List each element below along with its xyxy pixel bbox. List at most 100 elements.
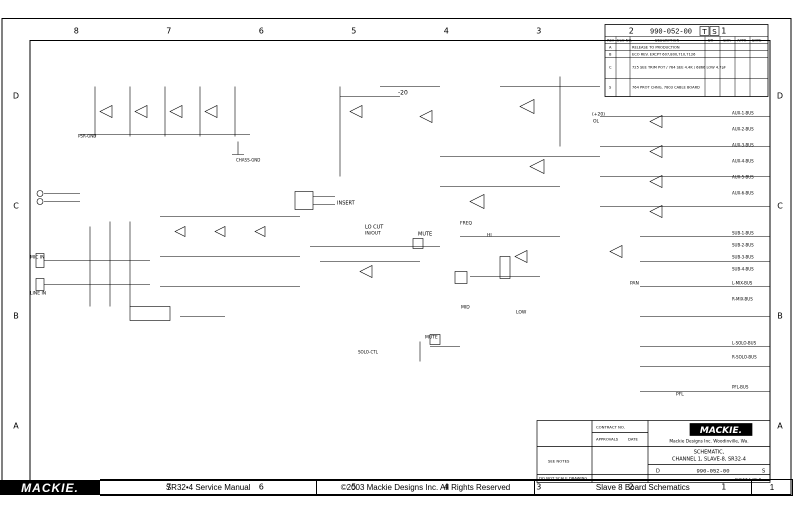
title-size: D bbox=[656, 469, 660, 475]
grid-row-left-C: C bbox=[13, 202, 19, 211]
notes-label: SEE NOTES bbox=[548, 459, 570, 464]
aux-bus-labels: AUX-1-BUS AUX-2-BUS AUX-3-BUS AUX-4-BUS AUX-… bbox=[732, 111, 754, 196]
power-decoupling-cluster bbox=[80, 86, 250, 155]
grid-row-left-D: D bbox=[13, 92, 19, 101]
hi-label: HI bbox=[487, 233, 492, 239]
rev-row-a-desc: RELEASE TO PRODUCTION bbox=[632, 46, 680, 50]
grid-col-bottom-2: 2 bbox=[629, 483, 634, 492]
rev-row-s-desc: 764 PROT CHNG, 7803 CABLE BOARD bbox=[632, 86, 700, 90]
footer-page-title: Slave 8 Board Schematics bbox=[534, 479, 752, 496]
title-line-2: CHANNEL 1, SLAVE-8, SR32-4 bbox=[672, 457, 746, 463]
grid-row-right-A: A bbox=[777, 422, 783, 431]
page-footer: MACKIE. SR32•4 Service Manual ©2003 Mack… bbox=[0, 479, 793, 496]
eq-section bbox=[419, 76, 600, 362]
pfl-bus-label: PFL-BUS bbox=[732, 385, 749, 390]
insert-label: INSERT bbox=[337, 201, 356, 207]
insert-jack bbox=[294, 191, 335, 210]
rev-col-dr: DR bbox=[708, 39, 714, 43]
grid-row-left-A: A bbox=[13, 422, 19, 431]
rev-col-rev: REV bbox=[607, 39, 615, 43]
lo-cut-and-mute-section bbox=[310, 86, 440, 278]
grid-row-right-D: D bbox=[777, 92, 783, 101]
grid-col-top-8: 8 bbox=[74, 27, 79, 36]
rev-col-desc: DESCRIPTION bbox=[655, 39, 680, 43]
grid-col-top-6: 6 bbox=[259, 27, 264, 36]
aux-bus-label-2: AUX-2-BUS bbox=[732, 127, 754, 132]
grid-col-top-2: 2 bbox=[629, 27, 634, 36]
mic-line-input-section bbox=[35, 190, 300, 321]
footer-logo: MACKIE. bbox=[0, 480, 100, 495]
psr-gnd-label: PSR-GND bbox=[78, 134, 96, 139]
title-line-1: SCHEMATIC, bbox=[694, 450, 725, 456]
grid-row-right-C: C bbox=[777, 202, 783, 211]
line-in-label: LINE IN bbox=[30, 291, 46, 297]
ol-label: OL bbox=[593, 119, 600, 125]
solo-bus-label-1: L-SOLO-BUS bbox=[732, 341, 757, 346]
mute-label: MUTE bbox=[418, 232, 432, 238]
grid-row-right-B: B bbox=[777, 312, 783, 321]
aux-bus-label-6: AUX-6-BUS bbox=[732, 191, 754, 196]
grid-row-labels-left: D C B A bbox=[13, 92, 19, 431]
rev-row-c-letter: C bbox=[609, 66, 612, 70]
aux-bus-label-3: AUX-3-BUS bbox=[732, 143, 754, 148]
title-doc-number: 990-052-00 bbox=[696, 468, 729, 475]
sub-bus-label-2: SUB-2-BUS bbox=[732, 243, 754, 248]
minus-20-label: -20 bbox=[398, 90, 408, 97]
main-bus-label-1: L-MIX-BUS bbox=[732, 281, 753, 286]
title-block bbox=[536, 420, 771, 483]
drawing-border bbox=[29, 40, 771, 481]
revision-letter-1: T bbox=[701, 28, 707, 36]
rev-row-c-desc: 725 SEE TRIM POT / 764 SEE 4.4K / 6866 L… bbox=[632, 66, 726, 70]
solo-ctl-label: SOLO-CTL bbox=[358, 350, 379, 355]
revision-letter-2: S bbox=[712, 28, 717, 36]
grid-col-top-1: 1 bbox=[721, 27, 726, 36]
pan-label: PAN bbox=[630, 281, 639, 287]
company-line: Mackie Designs Inc. Woodinville, Wa. bbox=[669, 439, 748, 445]
approvals-label: APPROVALS bbox=[596, 437, 619, 442]
rev-row-s-letter: S bbox=[609, 86, 612, 90]
grid-col-top-4: 4 bbox=[444, 27, 449, 36]
pfl-label: PFL bbox=[676, 392, 684, 398]
rev-col-appr: APPR bbox=[737, 39, 747, 43]
grid-row-left-B: B bbox=[13, 312, 19, 321]
plus-20-label: (+20) bbox=[592, 112, 605, 118]
contract-label: CONTRACT NO. bbox=[596, 425, 625, 430]
chassis-gnd-label: CHASS-GND bbox=[236, 158, 260, 163]
title-rev: S bbox=[762, 469, 765, 475]
grid-col-bottom-1: 1 bbox=[721, 483, 726, 492]
footer-copyright: ©2003 Mackie Designs Inc. All Rights Res… bbox=[317, 479, 535, 496]
grid-col-bottom-4: 4 bbox=[444, 483, 449, 492]
grid-col-bottom-7: 7 bbox=[166, 483, 171, 492]
aux-bus-label-1: AUX-1-BUS bbox=[732, 111, 754, 116]
lo-cut-label: LO CUT bbox=[365, 225, 384, 231]
grid-col-top-3: 3 bbox=[536, 27, 541, 36]
grid-column-labels-top: 8 7 6 5 4 3 2 1 bbox=[74, 27, 727, 36]
solo-bus-label-2: R-SOLO-BUS bbox=[732, 355, 757, 360]
grid-col-bottom-3: 3 bbox=[536, 483, 541, 492]
title-block-logo: MACKIE. bbox=[700, 426, 742, 436]
sub-bus-label-1: SUB-1-BUS bbox=[732, 231, 754, 236]
mic-in-label: MIC IN bbox=[30, 255, 44, 261]
aux-bus-label-4: AUX-4-BUS bbox=[732, 159, 754, 164]
mute-switch-label: MUTE bbox=[425, 335, 438, 341]
revision-block: 990-052-00 T S REV ECO NO. DESCRIPTION D… bbox=[604, 24, 769, 97]
rev-col-chk: CHK bbox=[723, 39, 731, 43]
rev-col-date: DATE bbox=[752, 39, 762, 43]
lo-cut-in-out-label: IN/OUT bbox=[365, 231, 381, 237]
rev-row-b-desc: ECO REV. EXCPT 607,800,710,7126 bbox=[632, 53, 696, 57]
date-label: DATE bbox=[628, 437, 638, 442]
grid-col-top-5: 5 bbox=[351, 27, 356, 36]
sub-bus-labels: SUB-1-BUSSUB-2-BUSSUB-3-BUSSUB-4-BUSL-MI… bbox=[732, 231, 757, 390]
rev-row-a-letter: A bbox=[609, 46, 612, 50]
grid-col-bottom-5: 5 bbox=[351, 483, 356, 492]
footer-page-number: 1 bbox=[751, 479, 793, 496]
grid-row-labels-right: D C B A bbox=[777, 92, 783, 431]
mid-label: MID bbox=[461, 305, 470, 311]
footer-manual-title: SR32•4 Service Manual bbox=[100, 479, 318, 496]
revision-doc-number: 990-052-00 bbox=[650, 29, 692, 37]
sub-bus-label-4: SUB-4-BUS bbox=[732, 267, 754, 272]
rev-row-b-letter: B bbox=[609, 53, 612, 57]
low-label: LOW bbox=[516, 310, 527, 316]
grid-col-top-7: 7 bbox=[166, 27, 171, 36]
freq-label: FREQ bbox=[460, 221, 473, 227]
